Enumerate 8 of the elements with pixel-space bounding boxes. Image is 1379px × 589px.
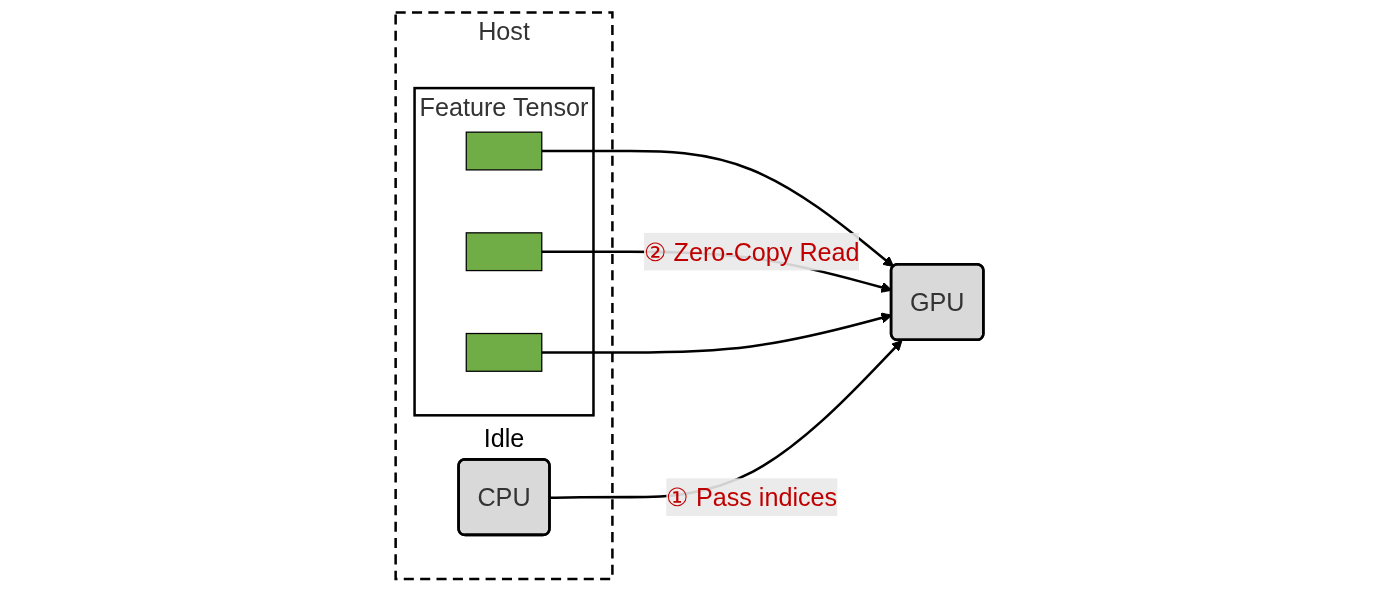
node-caption: Idle (483, 423, 525, 452)
arrow (541, 149, 895, 268)
edge-label: ① Pass indices (666, 483, 838, 511)
cluster: Feature Tensor (413, 86, 595, 417)
node-bar (465, 131, 543, 171)
node-bar (465, 232, 543, 272)
node-bar (465, 332, 543, 372)
edge-label: ② Zero-Copy Read (643, 237, 860, 266)
